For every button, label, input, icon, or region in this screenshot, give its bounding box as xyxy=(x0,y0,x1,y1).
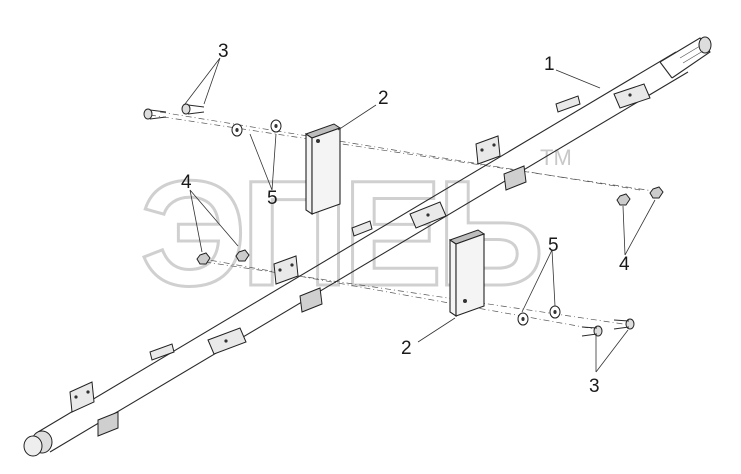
shaft-plates xyxy=(69,83,651,437)
callout-3-top: 3 xyxy=(218,41,229,62)
callout-3-bottom: 3 xyxy=(589,376,600,397)
callout-5-left: 5 xyxy=(267,188,278,209)
plate xyxy=(475,135,501,165)
shaft xyxy=(23,36,712,457)
nut xyxy=(649,186,664,199)
bolts-bottom xyxy=(581,318,635,337)
plate xyxy=(273,255,299,285)
washers xyxy=(231,119,561,326)
nut xyxy=(616,193,631,206)
pad-top xyxy=(304,123,342,216)
bolts-top xyxy=(143,103,205,120)
shaft-end-right xyxy=(698,36,712,54)
nuts xyxy=(196,186,664,265)
nut xyxy=(196,252,211,265)
plate xyxy=(149,343,175,361)
callout-2-top: 2 xyxy=(378,88,389,109)
plate xyxy=(69,381,95,413)
callout-5-right: 5 xyxy=(548,235,559,256)
bolt xyxy=(181,103,205,115)
nut xyxy=(235,249,250,262)
bolt xyxy=(143,108,167,120)
plate xyxy=(503,165,527,191)
plate xyxy=(555,95,581,113)
plate xyxy=(351,220,373,237)
plate xyxy=(299,287,323,313)
callout-4-right: 4 xyxy=(619,254,630,275)
plate xyxy=(97,411,119,437)
callout-4-left: 4 xyxy=(181,172,192,193)
callout-2-bottom: 2 xyxy=(401,338,412,359)
callout-1: 1 xyxy=(544,54,555,75)
leader-lines xyxy=(184,57,656,373)
bolt xyxy=(613,318,635,330)
pad-bottom xyxy=(448,229,486,318)
plate xyxy=(613,83,651,109)
callouts: 3 1 2 4 5 5 4 2 3 xyxy=(181,41,630,397)
bolt xyxy=(581,325,603,337)
